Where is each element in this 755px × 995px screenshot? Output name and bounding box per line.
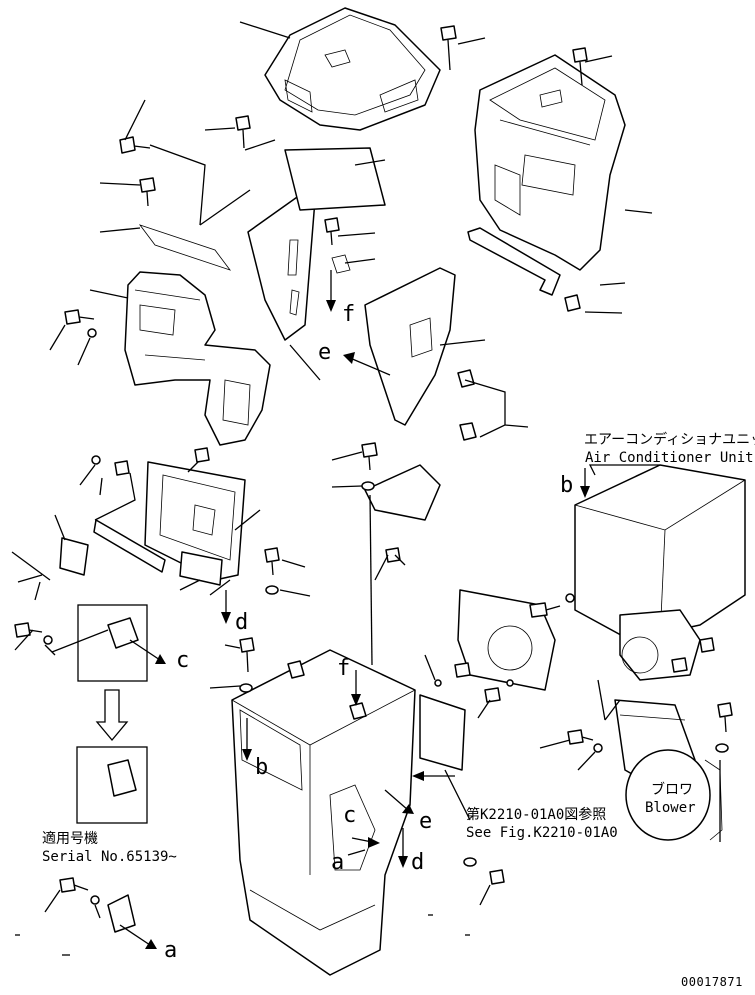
bracket-a [107, 894, 136, 933]
ref-letter-a-2: a [164, 938, 178, 963]
see-fig-label-jp: 第K2210-01A0図参照 [466, 807, 607, 823]
ref-letter-e: e [318, 340, 332, 365]
detail-box-top [77, 604, 148, 682]
serial-label-en: Serial No.65139~ [42, 849, 177, 865]
air-conditioner-unit [457, 464, 746, 691]
air-conditioner-label-en: Air Conditioner Unit [585, 450, 754, 466]
bolts [14, 25, 733, 905]
drawing-number: 00017871 [681, 975, 743, 989]
duct-panel-right [331, 254, 456, 426]
air-conditioner-label-jp: エアーコンディショナユニット [584, 432, 755, 448]
ref-letter-c-2: c [343, 803, 357, 828]
direction-arrows [119, 270, 590, 949]
ref-letter-b: b [560, 473, 574, 498]
serial-label-jp: 適用号機 [42, 831, 98, 847]
detail-box-bottom [76, 746, 148, 824]
ref-letter-f: f [342, 302, 356, 327]
ref-letter-d-2: d [411, 850, 425, 875]
ref-letter-e-2: e [419, 809, 433, 834]
main-box [231, 464, 466, 976]
arrow-down [95, 689, 129, 742]
blower [614, 699, 723, 841]
top-cover [264, 7, 441, 131]
blower-label-en: Blower [645, 800, 696, 816]
blower-label-jp: ブロワ [651, 782, 693, 798]
ref-letter-a: a [331, 850, 345, 875]
see-fig-label-en: See Fig.K2210-01A0 [466, 825, 618, 841]
bracket-detail [107, 617, 139, 649]
leader-lines [11, 21, 721, 956]
center-panel [138, 147, 386, 341]
ref-letter-f-2: f [337, 656, 351, 681]
ref-letter-b-2: b [255, 755, 269, 780]
ref-letter-c: c [176, 648, 190, 673]
ref-letter-d: d [235, 610, 249, 635]
bracket-serial [107, 759, 137, 797]
left-upper-duct [124, 271, 271, 446]
filter-cover [59, 461, 246, 586]
right-housing [467, 54, 626, 296]
